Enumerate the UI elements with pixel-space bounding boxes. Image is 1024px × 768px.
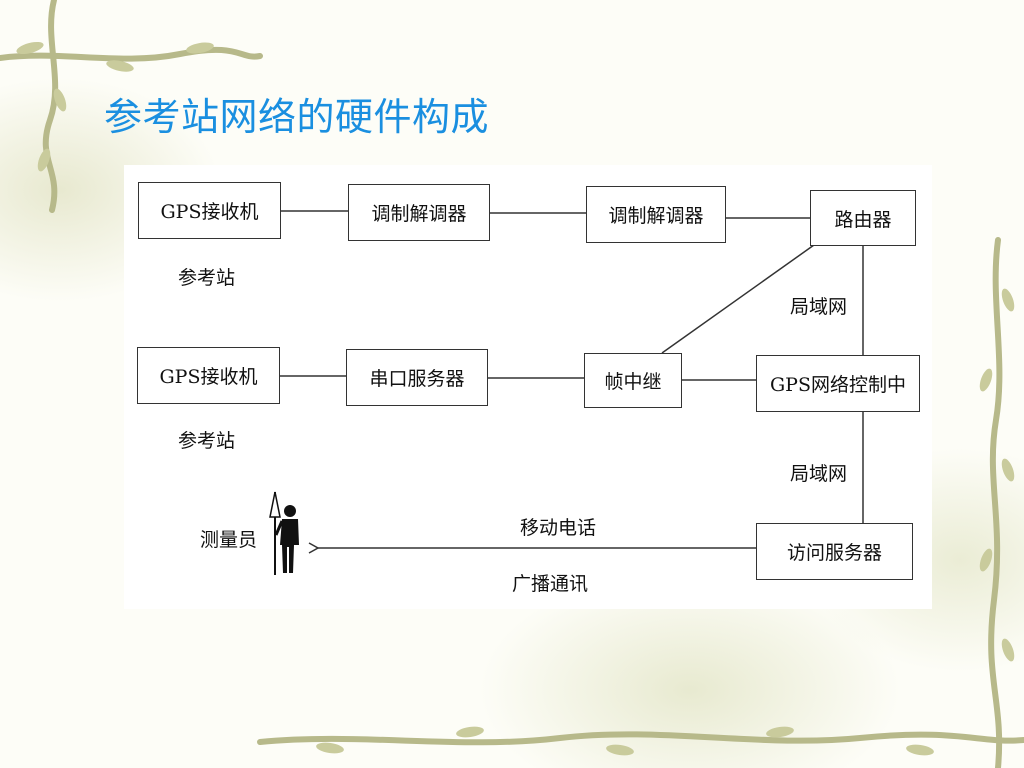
left-vine <box>42 0 59 213</box>
link-framerelay-router <box>661 244 815 354</box>
diagram-panel: GPS接收机 调制解调器 调制解调器 路由器 GPS接收机 串口服务器 帧中继 … <box>124 165 932 609</box>
label-reference-station-1: 参考站 <box>178 267 236 289</box>
node-serial-server: 串口服务器 <box>346 349 488 406</box>
label-surveyor: 测量员 <box>200 529 258 551</box>
node-gps-network-control: GPS网络控制中 <box>756 355 920 412</box>
bottom-vine <box>257 731 1024 746</box>
connection-lines <box>269 210 864 575</box>
node-gps-receiver-1: GPS接收机 <box>138 182 281 239</box>
node-router: 路由器 <box>810 190 916 246</box>
label-lan-2: 局域网 <box>790 463 848 485</box>
label-lan-1: 局域网 <box>790 296 848 318</box>
surveyor-figure <box>269 491 299 575</box>
label-mobile-phone: 移动电话 <box>520 517 597 539</box>
label-reference-station-2: 参考站 <box>178 430 236 452</box>
slide-title: 参考站网络的硬件构成 <box>104 95 490 139</box>
right-vine <box>988 237 1003 768</box>
node-frame-relay: 帧中继 <box>584 353 682 408</box>
node-access-server: 访问服务器 <box>756 523 913 580</box>
node-modem-1: 调制解调器 <box>348 184 490 241</box>
label-broadcast: 广播通讯 <box>512 573 589 595</box>
top-vine <box>0 46 263 62</box>
node-modem-2: 调制解调器 <box>586 186 726 243</box>
node-gps-receiver-2: GPS接收机 <box>137 347 280 404</box>
